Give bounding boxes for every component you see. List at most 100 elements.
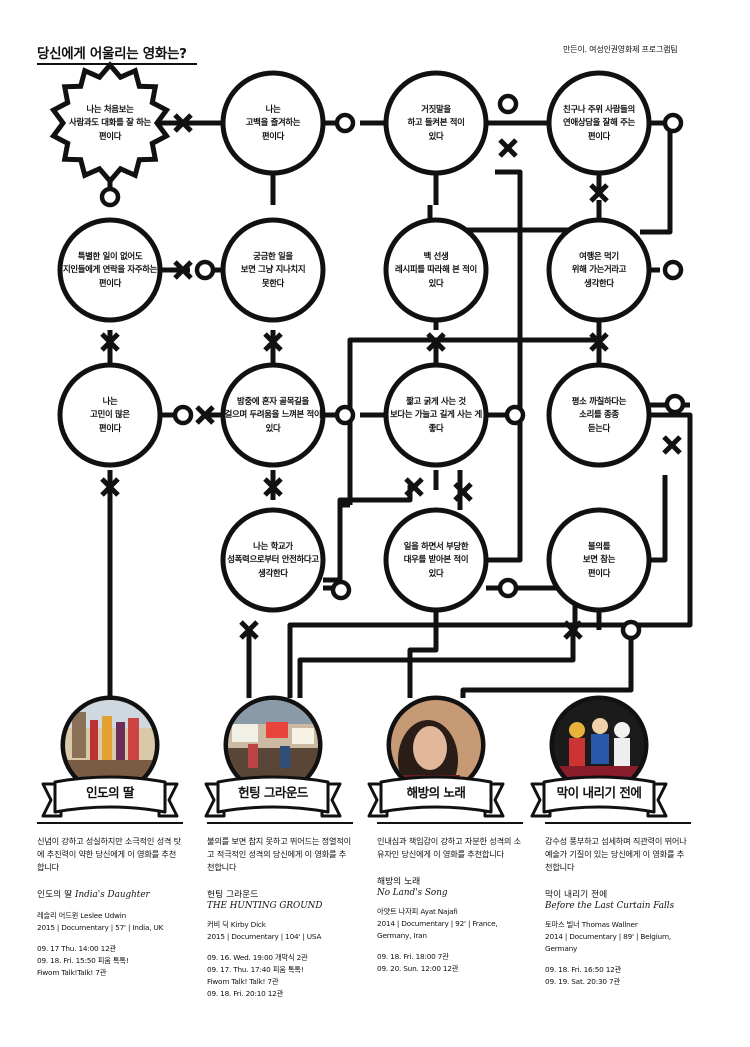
connector-line [407, 610, 439, 698]
question-q8: 여행은 먹기 위해 가는거라고 생각한다 [571, 251, 627, 288]
question-q3: 거짓말을 하고 들켜본 적이 있다 [407, 104, 465, 141]
no-cross-marker [263, 477, 283, 497]
yes-ring-marker [330, 579, 352, 601]
ribbon-body [53, 775, 167, 814]
question-circle [546, 217, 652, 323]
movie-card-indias-daughter: 신념이 강하고 성실하지만 소극적인 성격 탓에 추진력이 약한 당신에게 이 … [37, 822, 183, 979]
question-q13: 나는 학교가 성폭력으로부터 안전하다고 생각한다 [227, 541, 319, 578]
movie-endpoint-1 [60, 695, 160, 795]
no-cross-marker [563, 620, 583, 640]
question-circle [57, 217, 163, 323]
no-cross-marker [195, 405, 215, 425]
yes-ring-marker [620, 619, 642, 641]
no-cross-marker [404, 477, 424, 497]
question-circle [383, 217, 489, 323]
yes-ring-marker [172, 404, 194, 426]
connector-line [297, 632, 576, 698]
no-cross-marker [589, 183, 609, 203]
question-circle [220, 217, 326, 323]
question-q15: 불의를 보면 참는 편이다 [582, 541, 616, 578]
credit-text: 만든이. 여성인권영화제 프로그램팀 [563, 45, 678, 54]
yes-ring-marker [662, 112, 684, 134]
movie-description: 불의를 보면 참지 못하고 뛰어드는 정열적이고 적극적인 성격의 당신에게 이… [207, 835, 351, 872]
start-starburst [49, 61, 171, 185]
question-q11: 짧고 굵게 사는 것 보다는 가늘고 길게 사는 게 좋다 [390, 396, 482, 433]
no-cross-marker [453, 482, 473, 502]
question-shapes [49, 61, 652, 613]
connector-line [486, 169, 523, 563]
question-q10: 밤중에 혼자 골목길을 걸으며 두려움을 느껴본 적이 있다 [224, 396, 322, 433]
answer-markers [99, 93, 686, 641]
movie-badge-label: 인도의 딸 [86, 784, 134, 800]
no-cross-marker [100, 332, 120, 352]
no-cross-marker [239, 620, 259, 640]
ribbon-body [216, 775, 330, 814]
no-cross-marker [173, 113, 193, 133]
yes-ring-marker [662, 259, 684, 281]
movie-title: 인도의 딸 India's Daughter [37, 889, 150, 900]
movie-badge-label: 막이 내리기 전에 [556, 784, 642, 800]
connector-line [460, 632, 634, 698]
yes-ring-marker [497, 577, 519, 599]
movie-card-hunting-ground: 불의를 보면 참지 못하고 뛰어드는 정열적이고 적극적인 성격의 당신에게 이… [207, 822, 353, 1000]
connector-line [323, 485, 413, 583]
no-cross-marker [589, 332, 609, 352]
page-title: 당신에게 어울리는 영화는? [37, 46, 187, 62]
question-circle [220, 362, 326, 468]
yes-ring-marker [497, 93, 519, 115]
movie-card-no-lands-song: 인내심과 책임감이 강하고 자분한 성격의 소유자인 당신에게 이 영화를 추천… [377, 822, 523, 975]
movie-description: 신념이 강하고 성실하지만 소극적인 성격 탓에 추진력이 약한 당신에게 이 … [37, 835, 181, 872]
movie-badge-label: 헌팅 그라운드 [238, 784, 308, 800]
ribbon-body [542, 775, 656, 814]
question-circle [220, 507, 326, 613]
question-q4: 친구나 주위 사람들의 연애상담을 잘해 주는 편이다 [563, 104, 635, 141]
yes-ring-marker [664, 393, 686, 415]
question-q14: 일을 하면서 부당한 대우를 받아본 적이 있다 [403, 541, 469, 578]
question-circle [383, 507, 489, 613]
yes-ring-marker [99, 186, 121, 208]
no-cross-marker [100, 477, 120, 497]
yes-ring-marker [334, 404, 356, 426]
question-circle [57, 362, 163, 468]
question-q5: 특별한 일이 없어도 지인들에게 연락을 자주하는 편이다 [62, 251, 158, 288]
movie-photo-indias-daughter [65, 700, 155, 790]
movie-description: 인내심과 책임감이 강하고 자분한 성격의 소유자인 당신에게 이 영화를 추천… [377, 835, 521, 859]
no-cross-marker [263, 332, 283, 352]
movie-endpoint-2 [223, 695, 323, 795]
question-q9: 나는 고민이 많은 편이다 [90, 396, 130, 433]
question-circle [383, 362, 489, 468]
question-circle [383, 70, 489, 176]
question-q2: 나는 고백을 즐겨하는 편이다 [245, 104, 301, 141]
question-circle [546, 70, 652, 176]
yes-ring-marker [334, 112, 356, 134]
question-q1: 나는 처음보는 사람과도 대화를 잘 하는 편이다 [69, 104, 151, 141]
badge-ribbons [41, 775, 668, 818]
no-cross-marker [173, 260, 193, 280]
question-circle [546, 362, 652, 468]
no-cross-marker [498, 138, 518, 158]
movie-card-last-curtain: 감수성 풍부하고 섬세하며 직관력이 뛰어나 예술가 기질이 있는 당신에게 이… [545, 822, 691, 988]
question-q6: 궁금한 일을 보면 그냥 지나치지 못한다 [240, 251, 306, 288]
question-circle [220, 70, 326, 176]
movie-badge-label: 해방의 노래 [406, 784, 466, 800]
connector-line [427, 175, 602, 233]
no-cross-marker [662, 435, 682, 455]
movie-description: 감수성 풍부하고 섬세하며 직관력이 뛰어나 예술가 기질이 있는 당신에게 이… [545, 835, 687, 872]
yes-ring-marker [504, 404, 526, 426]
question-circle [546, 507, 652, 613]
ribbon-body [379, 775, 493, 814]
connector-line [640, 120, 673, 235]
question-q7: 백 선생 레시피를 따라해 본 적이 있다 [395, 251, 477, 288]
connector-line [649, 475, 668, 563]
question-q12: 평소 까칠하다는 소리를 종종 듣는다 [571, 396, 627, 433]
no-cross-marker [426, 332, 446, 352]
